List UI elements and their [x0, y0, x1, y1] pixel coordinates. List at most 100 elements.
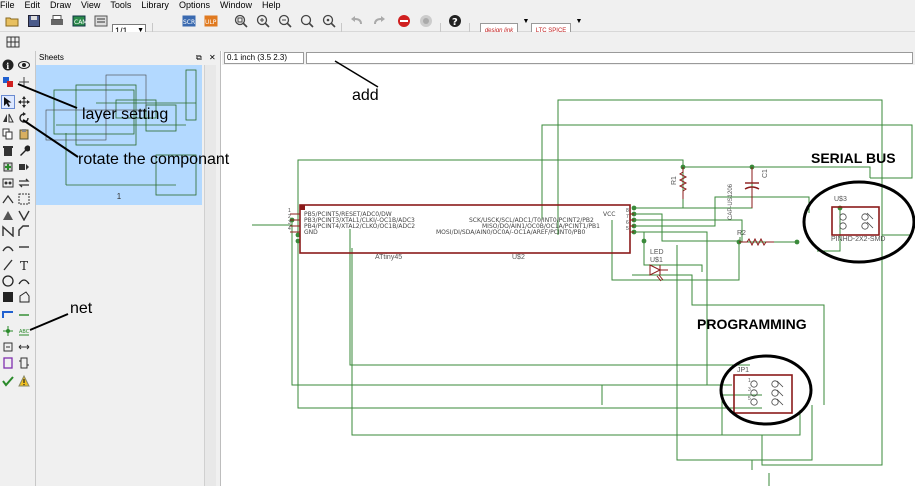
ic-pin7-label: SCK/USCK/SCL/ADC1/T0/INT0/PCINT2/PB2 [469, 217, 594, 224]
schematic-canvas[interactable]: PB5/PCINT5/RESET/ADC0/DW PB3/PCINT3/XTAL… [222, 65, 915, 486]
sheet-number: 1 [116, 192, 122, 201]
ulp-icon[interactable]: ULP [203, 13, 219, 29]
board-icon[interactable] [93, 13, 109, 29]
optimize-icon[interactable] [17, 240, 31, 254]
sheet-thumbnail[interactable] [36, 65, 202, 205]
gate-swap-icon[interactable] [1, 176, 15, 190]
zoom-out-icon[interactable] [277, 13, 293, 29]
menu-draw[interactable]: Draw [50, 0, 72, 10]
redo-icon[interactable] [371, 13, 387, 29]
move-icon[interactable] [17, 95, 31, 109]
menu-bar: File Edit Draw View Tools Library Option… [0, 0, 915, 10]
sheets-scrollbar[interactable] [204, 65, 216, 486]
header-jp1 [733, 374, 793, 414]
ic-pin8-num: 8 [626, 208, 629, 214]
smash-icon[interactable] [1, 208, 15, 222]
c1-value: CAP-US1206 [728, 183, 734, 220]
zoom-select-icon[interactable] [321, 13, 337, 29]
capacitor-c1 [744, 167, 760, 208]
command-line-input[interactable] [306, 52, 913, 64]
menu-options[interactable]: Options [178, 0, 210, 10]
print-icon[interactable] [49, 13, 65, 29]
menu-view[interactable]: View [81, 0, 101, 10]
menu-tools[interactable]: Tools [110, 0, 132, 10]
copy-icon[interactable] [1, 127, 15, 141]
resistor-r1 [678, 167, 688, 199]
go-icon[interactable] [418, 13, 434, 29]
module-icon[interactable] [17, 356, 31, 370]
mark-icon[interactable] [17, 75, 31, 89]
menu-window[interactable]: Window [219, 0, 252, 10]
text-icon[interactable]: T [17, 258, 31, 272]
stop-icon[interactable] [396, 13, 412, 29]
command-toolbar: i [0, 51, 36, 486]
ic-attiny45 [290, 204, 634, 254]
script-icon[interactable]: SCR [181, 13, 197, 29]
zoom-redraw-icon[interactable] [299, 13, 315, 29]
junction-icon[interactable] [1, 324, 15, 338]
miter-icon[interactable] [17, 224, 31, 238]
group-icon[interactable] [17, 192, 31, 206]
zoom-fit-icon[interactable] [233, 13, 249, 29]
chevron-down-icon[interactable]: ▼ [522, 17, 530, 25]
grid-icon[interactable] [5, 34, 21, 50]
circle-icon[interactable] [1, 274, 15, 288]
name-icon[interactable] [1, 224, 15, 238]
close-icon[interactable]: ✕ [209, 53, 216, 62]
dimension-icon[interactable] [17, 340, 31, 354]
ic-pin4-label: GND [304, 229, 318, 236]
menu-file[interactable]: File [0, 0, 15, 10]
header-u3 [831, 206, 880, 236]
pinswap-icon[interactable] [17, 176, 31, 190]
frame-icon[interactable] [1, 356, 15, 370]
ic-pin1-num: 1 [288, 208, 291, 214]
polygon-icon[interactable] [17, 290, 31, 304]
split-wire-icon[interactable] [1, 240, 15, 254]
zoom-in-icon[interactable] [255, 13, 271, 29]
svg-text:?: ? [452, 17, 458, 28]
net-icon[interactable] [17, 306, 31, 320]
line-icon[interactable] [1, 258, 15, 272]
replace-icon[interactable] [17, 160, 31, 174]
save-icon[interactable] [26, 13, 42, 29]
label-icon[interactable]: ABC [17, 324, 31, 338]
change-wrench-icon[interactable] [17, 144, 31, 158]
rect-icon[interactable] [1, 290, 15, 304]
help-icon[interactable]: ? [447, 13, 463, 29]
r2-label: R2 [737, 230, 746, 237]
cam-processor-icon[interactable]: CAM [71, 13, 87, 29]
svg-text:i: i [6, 61, 9, 71]
arc-icon[interactable] [17, 274, 31, 288]
delete-icon[interactable] [1, 144, 15, 158]
bus-icon[interactable] [1, 306, 15, 320]
rotate-icon[interactable] [17, 111, 31, 125]
sheet-preview-icon [45, 69, 197, 196]
split-icon[interactable] [1, 192, 15, 206]
select-arrow-icon[interactable] [1, 95, 15, 109]
svg-text:SCR: SCR [183, 19, 195, 26]
svg-text:ULP: ULP [205, 19, 217, 26]
undo-icon[interactable] [349, 13, 365, 29]
mirror-icon[interactable] [1, 111, 15, 125]
paste-icon[interactable] [17, 127, 31, 141]
value-icon[interactable] [17, 208, 31, 222]
float-icon[interactable]: ⧉ [196, 53, 202, 62]
attribute-icon[interactable] [1, 340, 15, 354]
net-annotation: net [70, 300, 93, 317]
main-toolbar: CAM 1/1▼ SCR ULP ? design link ▼ LTC SPI… [0, 10, 915, 39]
coordinate-display: 0.1 inch (3.5 2.3) [224, 52, 304, 64]
open-folder-icon[interactable] [4, 13, 20, 29]
menu-help[interactable]: Help [261, 0, 281, 10]
add-part-icon[interactable] [1, 160, 15, 174]
sheets-header: Sheets ⧉ ✕ [36, 51, 220, 65]
info-icon[interactable]: i [1, 58, 15, 72]
erc-check-icon[interactable] [1, 374, 15, 388]
chevron-down-icon[interactable]: ▼ [575, 17, 583, 25]
layer-setting-icon[interactable] [1, 75, 15, 89]
show-eye-icon[interactable] [17, 58, 31, 72]
menu-edit[interactable]: Edit [24, 0, 41, 10]
menu-library[interactable]: Library [141, 0, 169, 10]
errors-warning-icon[interactable] [17, 374, 31, 388]
led-ref: U$1 [650, 257, 663, 264]
ic-pin2-label: PB3/PCINT3/XTAL1/CLKI/-OC1B/ADC3 [304, 217, 415, 224]
